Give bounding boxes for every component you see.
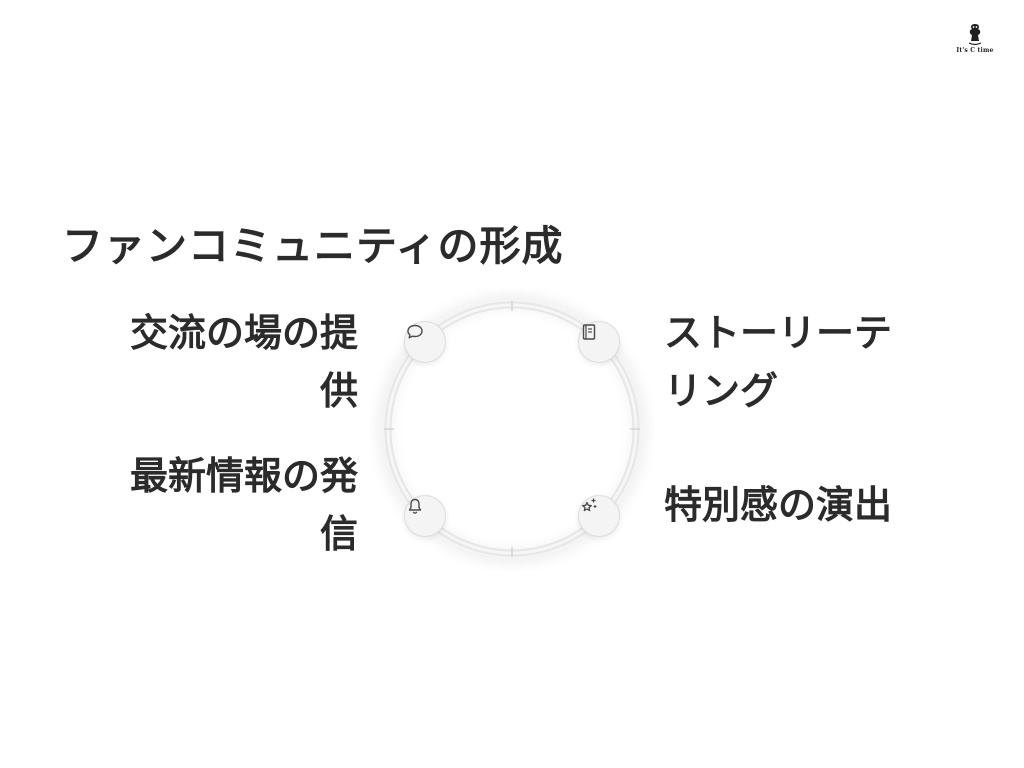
- brand-logo: It's C time: [952, 22, 998, 54]
- logo-text: It's C time: [956, 47, 994, 54]
- label-line: 交流の場の提: [129, 311, 358, 355]
- page-title: ファンコミュニティの形成: [62, 222, 564, 270]
- label-line: 信: [319, 512, 358, 556]
- book-icon: [582, 324, 596, 340]
- node-special-feeling: [578, 495, 620, 537]
- chat-bubble-icon: [407, 324, 423, 339]
- cycle-ring: [377, 294, 647, 564]
- node-community-exchange: [404, 321, 446, 363]
- label-storytelling: ストーリーテ リング: [664, 304, 964, 420]
- label-community-exchange: 交流の場の提 供: [68, 304, 358, 420]
- cycle-diagram: [370, 287, 654, 571]
- node-latest-news: [404, 495, 446, 537]
- label-line: 最新情報の発: [129, 454, 358, 498]
- label-line: 供: [319, 369, 358, 413]
- bell-icon: [408, 498, 422, 514]
- mascot-logo-icon: [968, 24, 982, 46]
- label-latest-news: 最新情報の発 信: [68, 447, 358, 563]
- label-special-feeling: 特別感の演出: [664, 476, 964, 534]
- label-line: 特別感の演出: [664, 483, 893, 527]
- label-line: ストーリーテ: [664, 311, 893, 355]
- node-storytelling: [578, 321, 620, 363]
- label-line: リング: [664, 369, 779, 413]
- sparkle-star-icon: [582, 498, 597, 512]
